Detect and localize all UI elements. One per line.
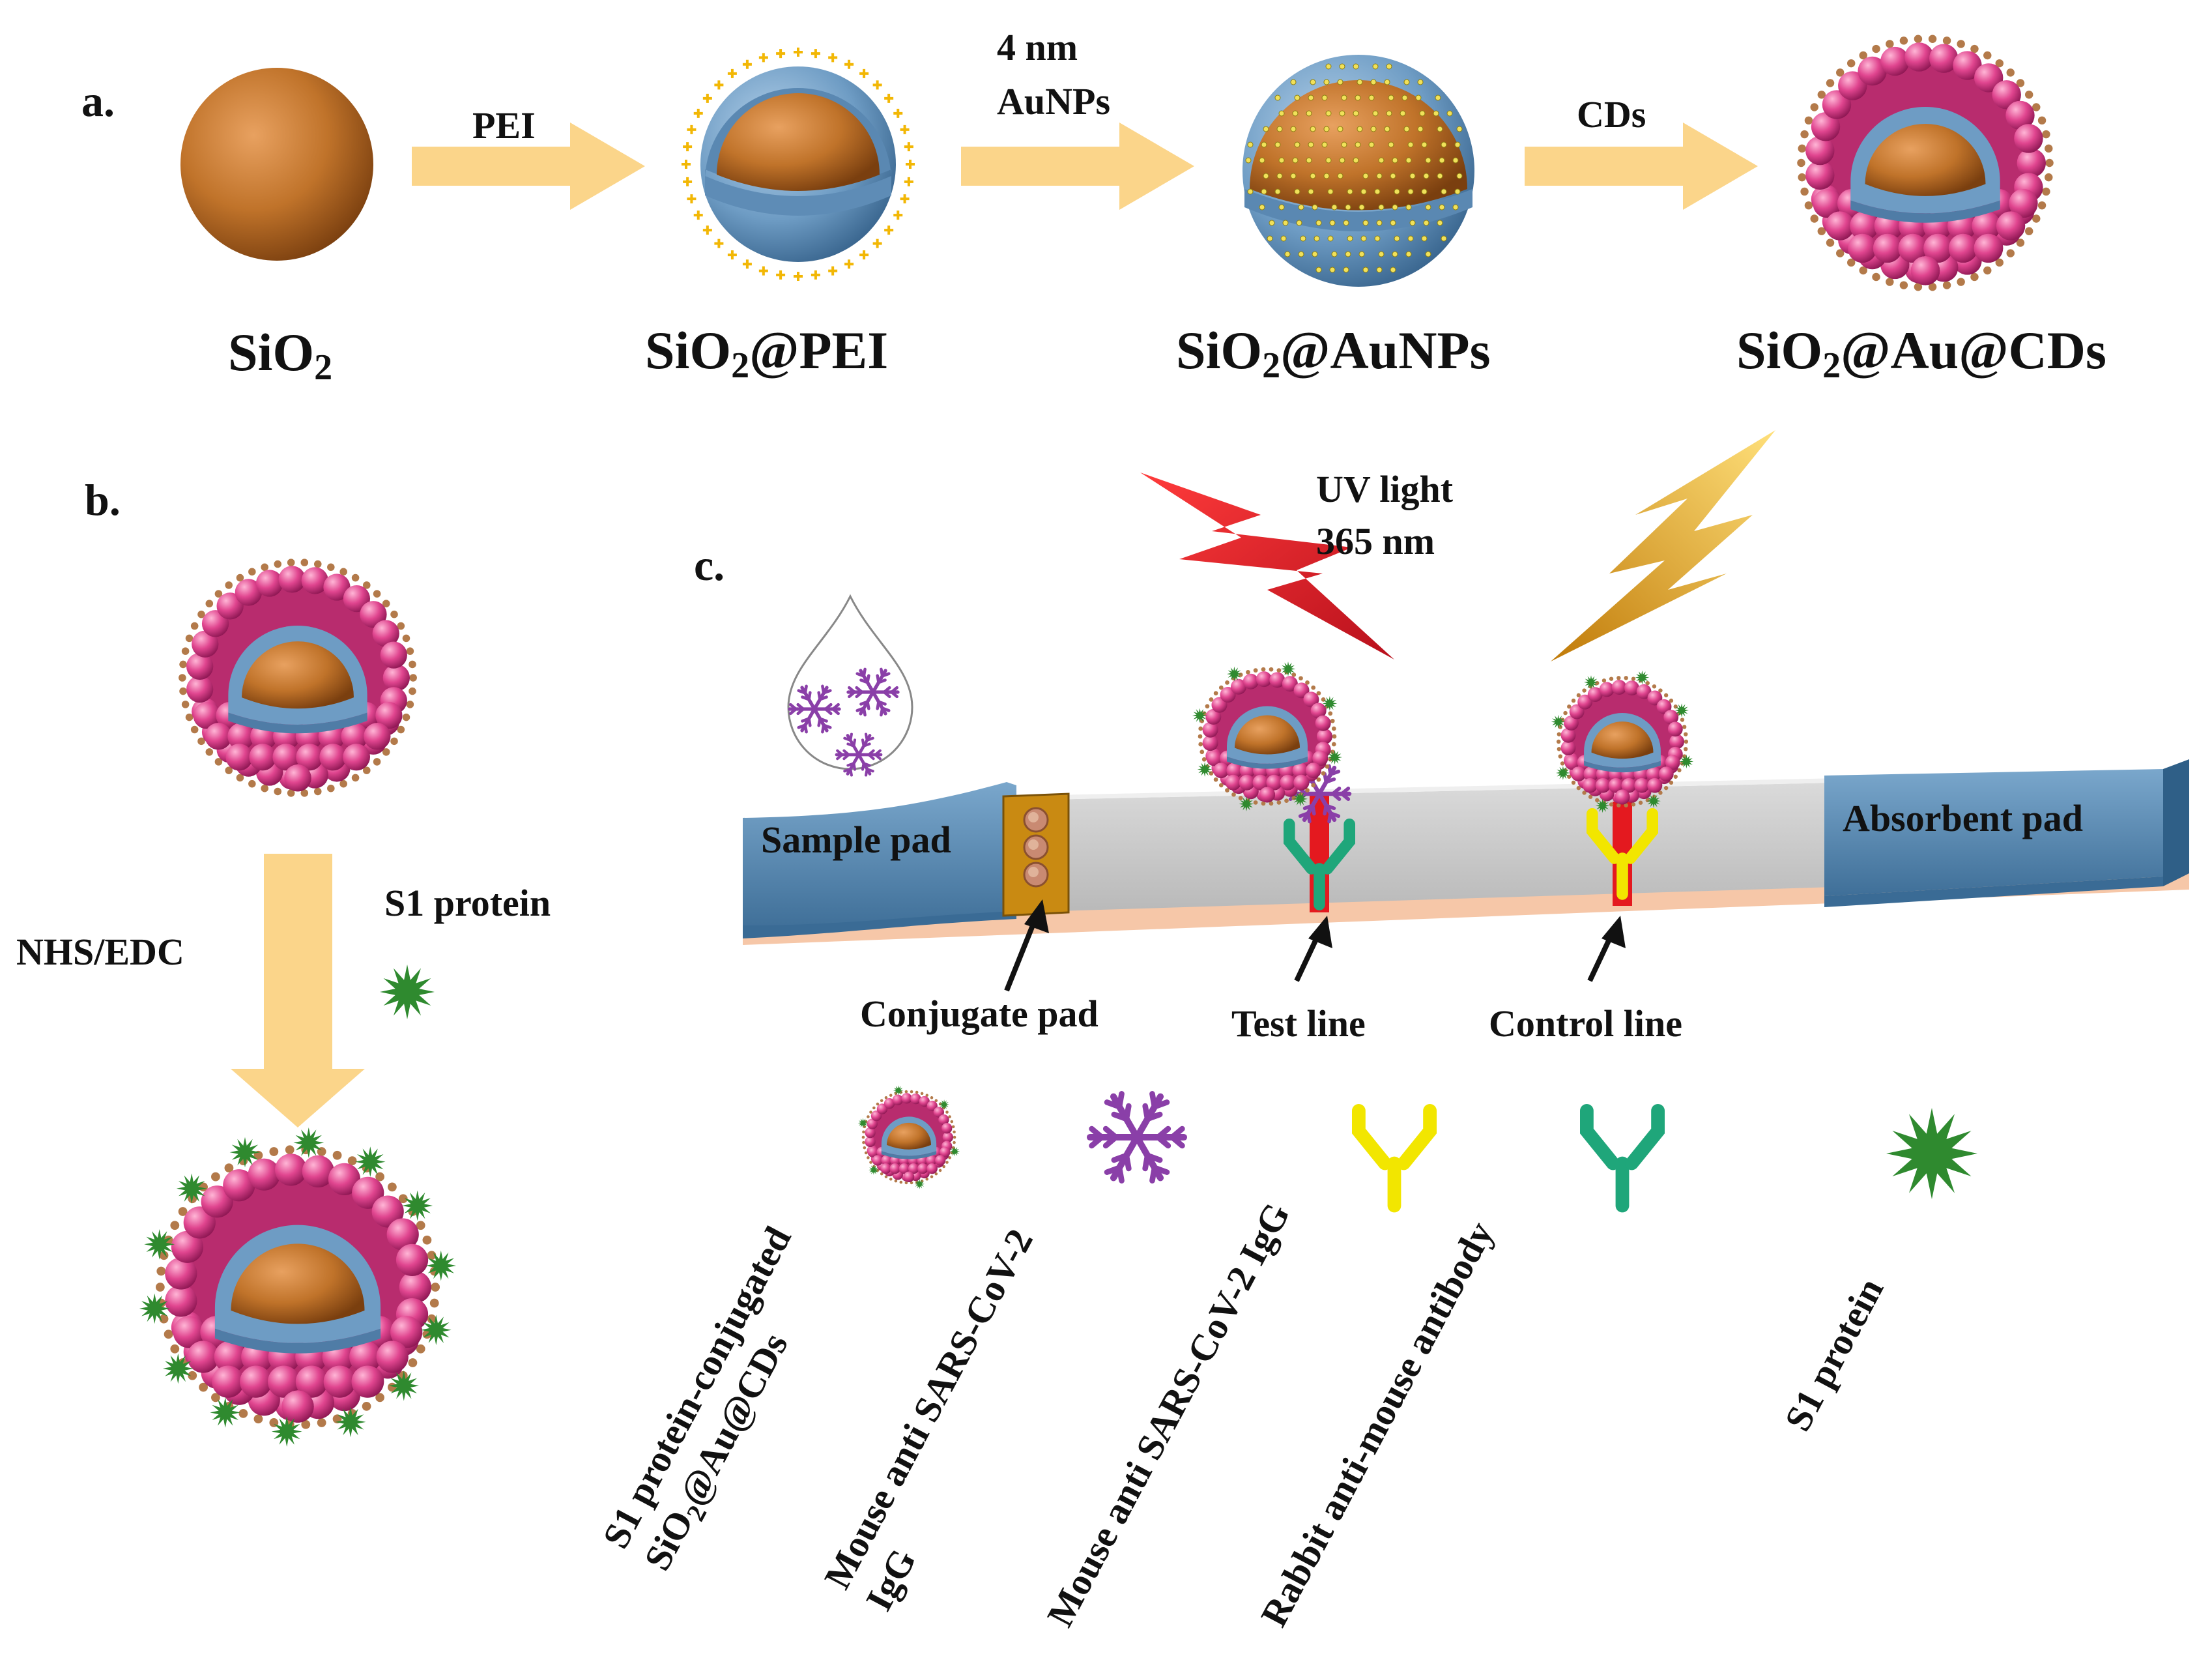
panel-b-cds-particle: [179, 559, 417, 797]
sio2-aunps-particle: [1242, 55, 1474, 287]
arrow-nhs-edc: [231, 854, 365, 1127]
legend-conjugate-particle-icon: [857, 1085, 960, 1189]
sample-pad-label: Sample pad: [761, 819, 951, 861]
legend-label-yellow-antibody: Mouse anti SARS-CoV-2 IgG: [1039, 1196, 1298, 1633]
particle-name-sio2-pei: SiO2@PEI: [645, 321, 888, 386]
test-line-label: Test line: [1231, 1002, 1366, 1045]
arrow-pei: [412, 123, 645, 210]
particle-name-sio2: SiO2: [228, 323, 332, 388]
legend-label-green-antibody: Rabbit anti-mouse antibody: [1252, 1215, 1502, 1633]
test-line: [1192, 661, 1355, 912]
s1-protein-icon: [380, 965, 435, 1019]
particle-name-sio2-aunps: SiO2@AuNPs: [1176, 321, 1491, 386]
sample-droplet: [787, 594, 913, 777]
uv-wavelength-label: 365 nm: [1316, 520, 1435, 562]
uv-light-label: UV light: [1316, 468, 1454, 510]
arrow-label-pei: PEI: [472, 104, 536, 147]
sio2-pei-particle: [682, 48, 915, 281]
legend-label-mouse-igg-line1: Mouse anti SARS-CoV-2: [816, 1222, 1041, 1595]
control-line-label: Control line: [1489, 1002, 1682, 1045]
reagent-label-nhs-edc: NHS/EDC: [16, 931, 184, 973]
absorbent-pad: [1824, 769, 2163, 896]
legend-mouse-igg-icon: [1086, 1091, 1188, 1184]
legend-yellow-antibody-icon: [1352, 1104, 1437, 1213]
arrow-label-aunps: AuNPs: [997, 80, 1110, 123]
panel-label-b: b.: [85, 475, 121, 525]
legend: S1 protein-conjugated SiO2@Au@CDs Mouse …: [594, 1085, 1977, 1633]
legend-s1-protein-icon: [1886, 1108, 1977, 1199]
arrow-label-cds: CDs: [1577, 93, 1646, 136]
panel-label-c: c.: [694, 540, 725, 590]
particle-name-sio2-au-cds: SiO2@Au@CDs: [1736, 321, 2106, 386]
emission-bolt-gold: [1551, 430, 1775, 661]
protein-label-s1: S1 protein: [384, 882, 551, 924]
panel-b-conjugated-particle: [139, 1127, 457, 1447]
arrow-cds: [1525, 123, 1758, 210]
control-line: [1551, 670, 1694, 906]
legend-label-s1-protein: S1 protein: [1776, 1271, 1891, 1438]
test-strip: [743, 759, 2189, 945]
absorbent-pad-label: Absorbent pad: [1843, 797, 2083, 839]
arrow-label-aunps-size: 4 nm: [997, 26, 1078, 68]
uv-bolt-red: [1140, 472, 1394, 660]
sio2-au-cds-particle: [1797, 35, 2054, 291]
pointer-arrows: [1004, 899, 1626, 992]
arrow-aunps: [961, 123, 1194, 210]
conjugate-pad-label: Conjugate pad: [860, 993, 1099, 1035]
legend-green-antibody-icon: [1580, 1104, 1665, 1213]
panel-label-a: a.: [81, 76, 115, 126]
sample-pad: [743, 782, 1016, 929]
sio2-core-particle: [180, 68, 373, 261]
